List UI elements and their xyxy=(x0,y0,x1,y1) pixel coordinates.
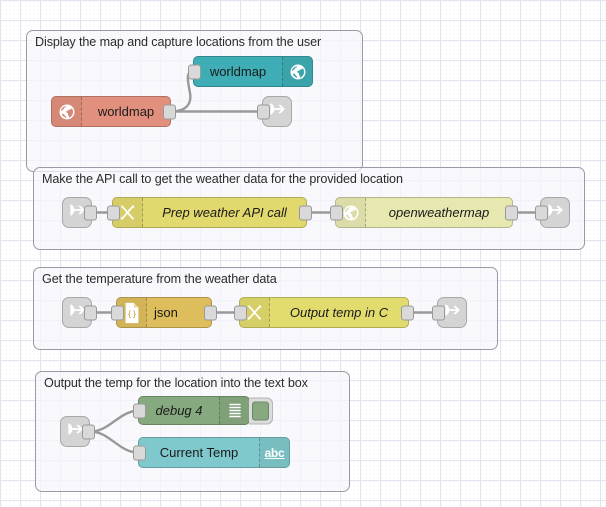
port-input[interactable] xyxy=(234,305,247,320)
abc-glyph: abc xyxy=(264,445,285,460)
link-out-icon xyxy=(545,200,565,225)
port-input[interactable] xyxy=(330,205,343,220)
port-input[interactable] xyxy=(133,445,146,460)
port-output[interactable] xyxy=(204,305,217,320)
node-prep-weather-api-call[interactable]: Prep weather API call xyxy=(107,197,312,228)
node-link-in[interactable] xyxy=(62,297,97,328)
link-in-icon xyxy=(67,300,87,325)
node-link-out[interactable] xyxy=(535,197,570,228)
port-output[interactable] xyxy=(505,205,518,220)
port-input[interactable] xyxy=(133,403,146,418)
group-label: Make the API call to get the weather dat… xyxy=(42,172,403,186)
node-link-in[interactable] xyxy=(62,197,97,228)
node-debug-4[interactable]: debug 4 xyxy=(133,396,273,425)
debug-lines-icon xyxy=(219,397,249,424)
port-output[interactable] xyxy=(401,305,414,320)
json-page-icon: {} xyxy=(117,298,147,327)
node-current-temp[interactable]: Current Temp abc xyxy=(133,437,290,468)
node-link-out[interactable] xyxy=(257,96,292,127)
node-label: worldmap xyxy=(209,64,267,79)
node-json[interactable]: {} json xyxy=(111,297,217,328)
port-input[interactable] xyxy=(535,205,548,220)
group-label: Display the map and capture locations fr… xyxy=(35,35,322,49)
port-input[interactable] xyxy=(107,205,120,220)
abc-icon: abc xyxy=(259,438,289,467)
port-output[interactable] xyxy=(84,305,97,320)
port-output[interactable] xyxy=(82,424,95,439)
group-label: Output the temp for the location into th… xyxy=(44,376,308,390)
node-label: Output temp in C xyxy=(289,305,389,320)
node-output-temp-in-c[interactable]: Output temp in C xyxy=(234,297,414,328)
port-input[interactable] xyxy=(257,104,270,119)
node-label: debug 4 xyxy=(155,403,203,418)
link-in-icon xyxy=(67,200,87,225)
link-out-icon xyxy=(267,99,287,124)
port-input[interactable] xyxy=(432,305,445,320)
node-worldmap-input[interactable]: worldmap xyxy=(51,96,176,127)
node-link-out[interactable] xyxy=(432,297,467,328)
link-out-icon xyxy=(442,300,462,325)
port-output[interactable] xyxy=(84,205,97,220)
globe-icon xyxy=(52,97,82,126)
node-label: Prep weather API call xyxy=(162,205,287,220)
port-output[interactable] xyxy=(163,104,176,119)
globe-icon xyxy=(282,57,312,86)
port-input[interactable] xyxy=(188,64,201,79)
port-output[interactable] xyxy=(299,205,312,220)
svg-text:{}: {} xyxy=(127,308,137,318)
node-link-in[interactable] xyxy=(60,416,95,447)
node-label: worldmap xyxy=(97,104,155,119)
debug-toggle-indicator xyxy=(252,401,269,420)
node-label: json xyxy=(154,305,178,320)
port-input[interactable] xyxy=(111,305,124,320)
node-label: Current Temp xyxy=(159,445,239,460)
node-openweathermap[interactable]: openweathermap xyxy=(330,197,518,228)
group-output-temp[interactable]: Output the temp for the location into th… xyxy=(35,371,350,492)
link-in-icon xyxy=(65,419,85,444)
node-label: openweathermap xyxy=(388,205,490,220)
group-label: Get the temperature from the weather dat… xyxy=(42,272,277,286)
debug-enable-toggle[interactable] xyxy=(249,397,273,424)
node-worldmap-output[interactable]: worldmap xyxy=(188,56,313,87)
